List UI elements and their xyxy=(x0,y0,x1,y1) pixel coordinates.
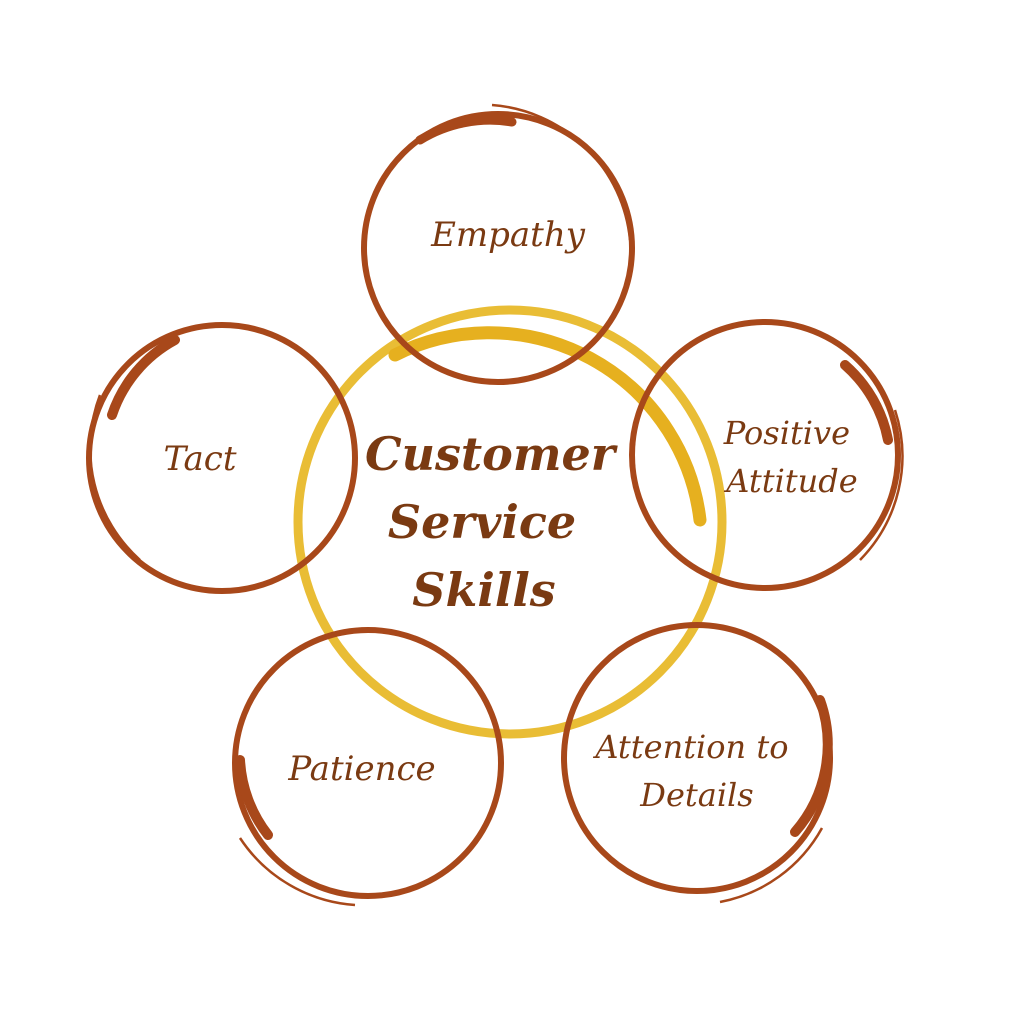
ring-tact xyxy=(86,322,358,594)
label-patience-line-1: Patience xyxy=(287,749,435,789)
center-ring xyxy=(293,305,727,739)
label-attention-to-details: Attention to Details xyxy=(592,728,798,814)
center-title: Customer Service Skills xyxy=(365,427,631,617)
label-attention-to-details-line-1: Attention to xyxy=(592,728,788,766)
label-tact: Tact xyxy=(163,439,236,479)
label-tact-line-1: Tact xyxy=(163,439,236,479)
label-attention-to-details-line-2: Details xyxy=(639,776,753,814)
center-title-line-3: Skills xyxy=(412,563,555,617)
ring-empathy xyxy=(361,103,635,385)
label-patience: Patience xyxy=(287,749,435,789)
ring-attention-to-details xyxy=(561,622,833,904)
label-positive-attitude-line-2: Attitude xyxy=(723,462,857,500)
center-title-line-2: Service xyxy=(388,495,576,549)
label-positive-attitude-line-1: Positive xyxy=(723,414,850,452)
ring-patience xyxy=(232,627,504,907)
label-empathy: Empathy xyxy=(430,215,586,255)
ring-positive-attitude xyxy=(629,319,904,591)
center-title-line-1: Customer xyxy=(365,427,619,481)
label-positive-attitude: Positive Attitude xyxy=(723,414,860,500)
label-empathy-line-1: Empathy xyxy=(430,215,586,255)
